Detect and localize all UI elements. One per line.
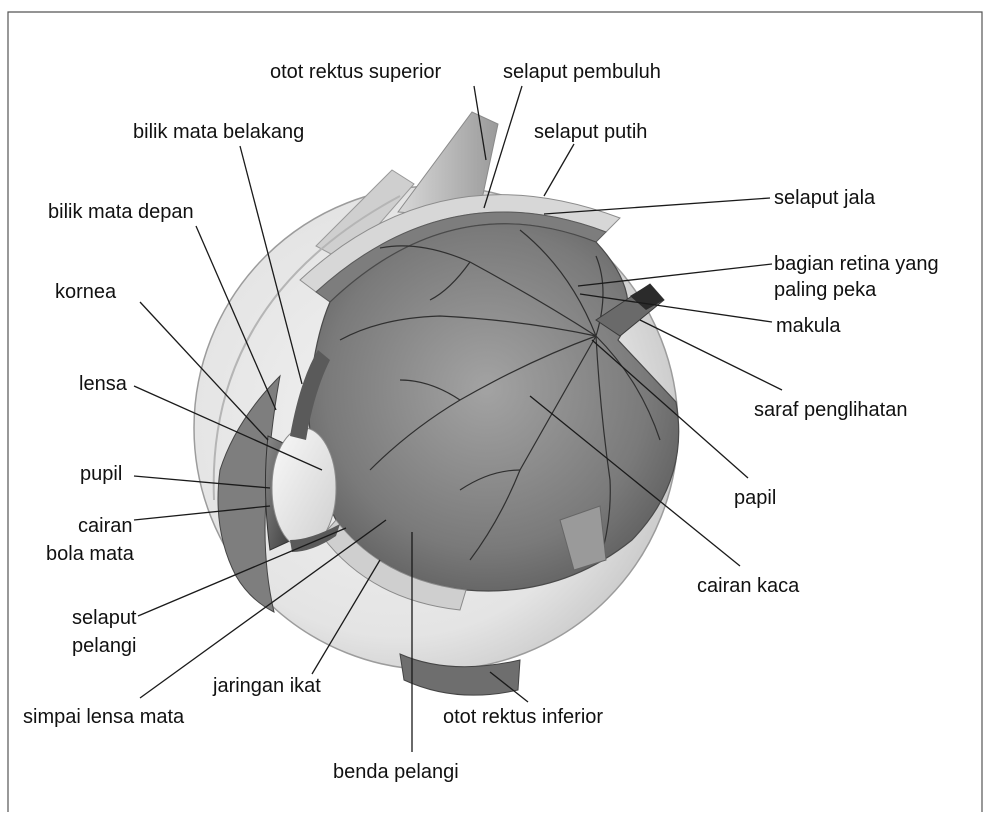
label-selaput-jala: selaput jala	[774, 187, 876, 209]
label-saraf-penglihatan: saraf penglihatan	[754, 399, 907, 421]
label-bilik-mata-depan: bilik mata depan	[48, 201, 194, 223]
label-lensa: lensa	[79, 373, 128, 395]
label-makula: makula	[776, 315, 841, 337]
label-cairan-kaca: cairan kaca	[697, 575, 800, 597]
label-simpai-lensa-mata: simpai lensa mata	[23, 706, 185, 728]
label-cairan-line2: bola mata	[46, 543, 135, 565]
label-selaput-pelangi-line2: pelangi	[72, 635, 137, 657]
label-bagian-retina-line2: paling peka	[774, 279, 877, 301]
label-cairan-line1: cairan	[78, 515, 132, 537]
label-otot-rektus-inferior: otot rektus inferior	[443, 706, 603, 728]
label-selaput-pelangi-line1: selaput	[72, 607, 137, 629]
label-kornea: kornea	[55, 281, 117, 303]
label-jaringan-ikat: jaringan ikat	[212, 675, 321, 697]
label-benda-pelangi: benda pelangi	[333, 761, 459, 783]
lens	[272, 428, 336, 548]
label-otot-rektus-superior: otot rektus superior	[270, 61, 442, 83]
eye-illustration	[194, 112, 679, 695]
label-selaput-putih: selaput putih	[534, 121, 647, 143]
leader-selaput-putih	[544, 144, 574, 196]
label-pupil: pupil	[80, 463, 122, 485]
label-bilik-mata-belakang: bilik mata belakang	[133, 121, 304, 143]
label-bagian-retina-line1: bagian retina yang	[774, 253, 939, 275]
label-selaput-pembuluh: selaput pembuluh	[503, 61, 661, 83]
label-papil: papil	[734, 487, 776, 509]
